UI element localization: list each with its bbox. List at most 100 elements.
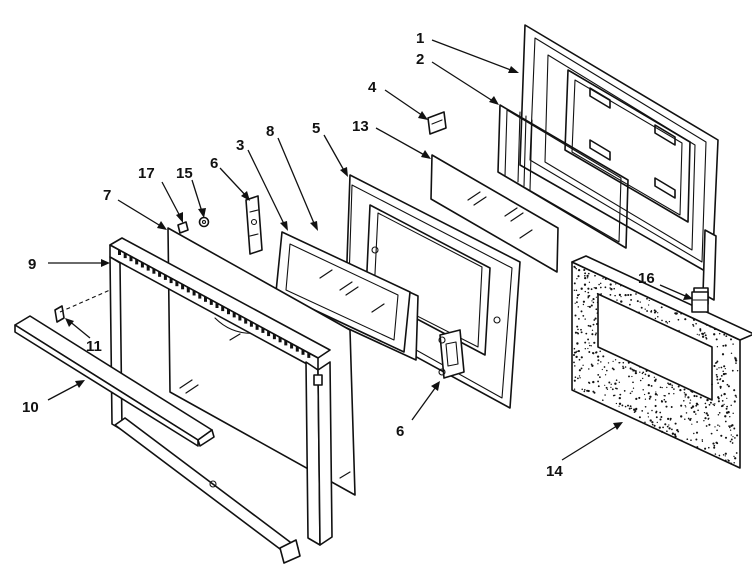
insulation-speckle — [604, 277, 607, 281]
insulation-speckle — [724, 372, 727, 375]
insulation-speckle — [610, 386, 612, 389]
insulation-speckle — [639, 366, 641, 368]
insulation-speckle — [727, 385, 730, 388]
insulation-speckle — [733, 400, 736, 403]
part-door-insulation — [571, 255, 752, 469]
insulation-speckle — [716, 442, 719, 445]
part-latch-block — [691, 291, 709, 313]
insulation-speckle — [670, 406, 673, 408]
part-glass-pack — [275, 231, 411, 353]
insulation-speckle — [690, 406, 693, 409]
insulation-speckle — [689, 418, 692, 421]
insulation-speckle — [597, 363, 599, 365]
insulation-speckle — [718, 367, 720, 369]
insulation-speckle — [631, 375, 633, 378]
vent-slot — [249, 321, 253, 327]
insulation-speckle — [604, 286, 607, 289]
insulation-speckle — [594, 274, 596, 277]
vent-slot — [295, 346, 299, 352]
insulation-speckle — [584, 348, 586, 350]
insulation-speckle — [576, 301, 578, 304]
insulation-speckle — [588, 305, 591, 308]
insulation-speckle — [580, 287, 583, 290]
insulation-speckle — [638, 311, 640, 314]
insulation-speckle — [723, 365, 726, 368]
part-door-gasket-frame — [497, 104, 629, 249]
insulation-speckle — [580, 310, 583, 313]
vent-slot — [221, 306, 225, 312]
insulation-speckle — [597, 380, 600, 383]
insulation-speckle — [624, 366, 627, 368]
insulation-speckle — [635, 397, 638, 400]
insulation-speckle — [588, 351, 591, 353]
insulation-speckle — [578, 369, 581, 372]
insulation-speckle — [681, 439, 683, 442]
insulation-speckle — [651, 409, 653, 412]
vent-slot — [272, 334, 276, 340]
insulation-speckle — [732, 436, 734, 438]
insulation-speckle — [705, 323, 708, 326]
insulation-speckle — [610, 383, 612, 385]
insulation-speckle — [609, 283, 612, 286]
insulation-speckle — [696, 333, 698, 335]
insulation-speckle — [712, 442, 715, 445]
insulation-speckle — [677, 385, 680, 388]
insulation-speckle — [736, 369, 739, 372]
insulation-speckle — [718, 411, 721, 414]
insulation-speckle — [578, 375, 581, 377]
insulation-speckle — [622, 367, 625, 370]
insulation-speckle — [706, 414, 709, 417]
insulation-speckle — [730, 438, 733, 441]
insulation-speckle — [631, 368, 634, 371]
insulation-speckle — [673, 433, 677, 436]
insulation-speckle — [580, 367, 583, 370]
insulation-speckle — [583, 268, 586, 271]
insulation-speckle — [598, 283, 600, 286]
insulation-speckle — [583, 283, 587, 286]
insulation-speckle — [653, 309, 656, 312]
insulation-speckle — [640, 306, 643, 309]
insulation-speckle — [704, 334, 707, 337]
insulation-speckle — [726, 405, 728, 408]
insulation-speckle — [674, 422, 677, 425]
insulation-speckle — [607, 362, 610, 364]
vent-slot — [135, 259, 139, 265]
insulation-speckle — [724, 452, 727, 455]
callout-6-upper: 6 — [210, 155, 218, 172]
insulation-speckle — [730, 404, 732, 407]
insulation-speckle — [588, 381, 590, 384]
insulation-speckle — [596, 292, 599, 295]
insulation-speckle — [593, 287, 596, 289]
insulation-speckle — [708, 423, 711, 426]
insulation-speckle — [709, 325, 712, 328]
insulation-speckle — [690, 439, 692, 442]
insulation-speckle — [573, 347, 576, 350]
insulation-speckle — [572, 353, 576, 357]
insulation-speckle — [576, 325, 579, 328]
insulation-speckle — [631, 390, 633, 393]
insulation-speckle — [705, 425, 708, 427]
insulation-speckle — [725, 407, 728, 410]
insulation-speckle — [648, 299, 650, 302]
insulation-speckle — [592, 390, 595, 393]
insulation-speckle — [630, 407, 633, 410]
insulation-speckle — [573, 379, 576, 382]
insulation-speckle — [724, 455, 726, 457]
vent-slot — [118, 250, 121, 255]
insulation-speckle — [728, 425, 730, 427]
insulation-speckle — [616, 387, 618, 390]
insulation-speckle — [596, 312, 599, 315]
insulation-speckle — [638, 416, 641, 419]
vent-slot — [169, 278, 173, 284]
insulation-speckle — [573, 289, 576, 291]
insulation-speckle — [724, 420, 727, 423]
insulation-speckle — [663, 394, 665, 397]
insulation-speckle — [605, 386, 608, 389]
insulation-speckle — [695, 404, 698, 407]
insulation-speckle — [609, 287, 611, 289]
insulation-speckle — [614, 294, 616, 297]
insulation-speckle — [620, 285, 622, 287]
insulation-speckle — [717, 382, 719, 384]
insulation-speckle — [586, 277, 589, 279]
insulation-speckle — [602, 355, 605, 358]
